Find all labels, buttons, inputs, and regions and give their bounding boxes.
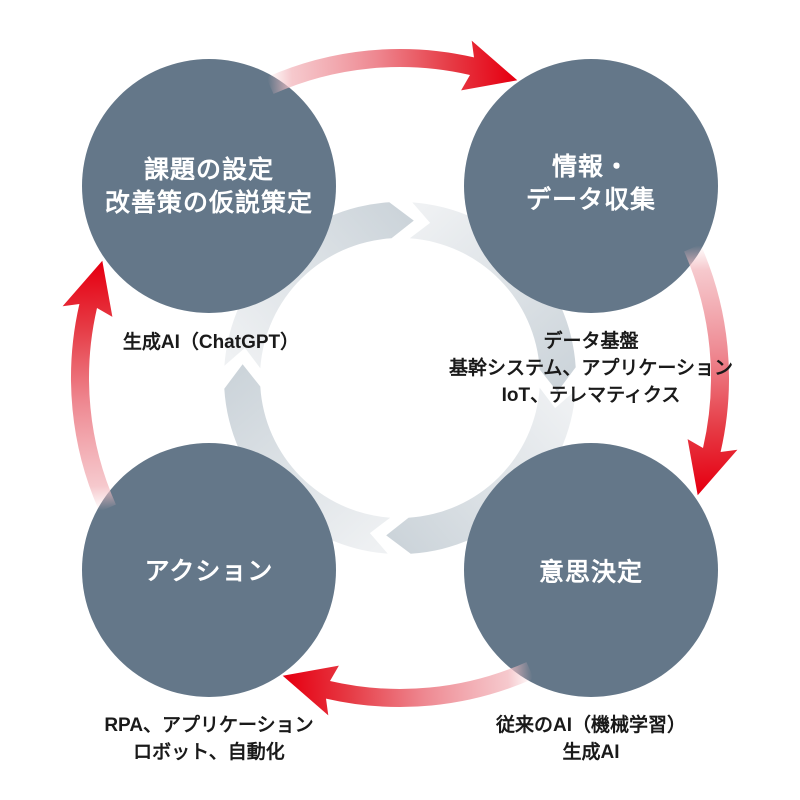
cycle-arrow-bottom-icon [282,662,534,716]
title-line: 情報・ [551,153,631,181]
title-line: アクション [144,557,274,586]
step-circle-action [82,443,336,697]
label-line: データ基盤 [543,331,639,352]
title-line: データ収集 [525,186,657,214]
step-circles [82,59,718,697]
step-tools-label-problem-setting: 生成AI（ChatGPT） [123,329,299,356]
label-line: ロボット、自動化 [133,742,285,763]
step-tools-label-data-collection: データ基盤 基幹システム、アプリケーション IoT、テレマティクス [449,328,733,409]
step-title-data-collection: 情報・ データ収集 [526,151,656,217]
step-circle-decision-making [464,443,718,697]
label-line: 生成AI（ChatGPT） [122,332,300,353]
label-line: 生成AI [562,742,620,763]
title-line: 意思決定 [538,558,644,587]
cycle-arrow-top-icon [266,40,518,94]
label-line: 基幹システム、アプリケーション [448,358,734,379]
step-circle-problem-setting [82,59,336,313]
step-title-action: アクション [145,556,274,589]
label-line: IoT、テレマティクス [501,385,681,406]
step-tools-label-decision-making: 従来のAI（機械学習） 生成AI [496,712,686,766]
step-tools-label-action: RPA、アプリケーション ロボット、自動化 [104,712,313,766]
step-circle-data-collection [464,59,718,313]
step-title-problem-setting: 課題の設定 改善策の仮説策定 [105,154,313,220]
step-title-decision-making: 意思決定 [539,557,643,590]
title-line: 課題の設定 [143,156,275,184]
title-line: 改善策の仮説策定 [104,189,314,217]
label-line: RPA、アプリケーション [104,715,314,736]
cycle-arrow-left-icon [62,260,116,512]
label-line: 従来のAI（機械学習） [495,715,687,736]
